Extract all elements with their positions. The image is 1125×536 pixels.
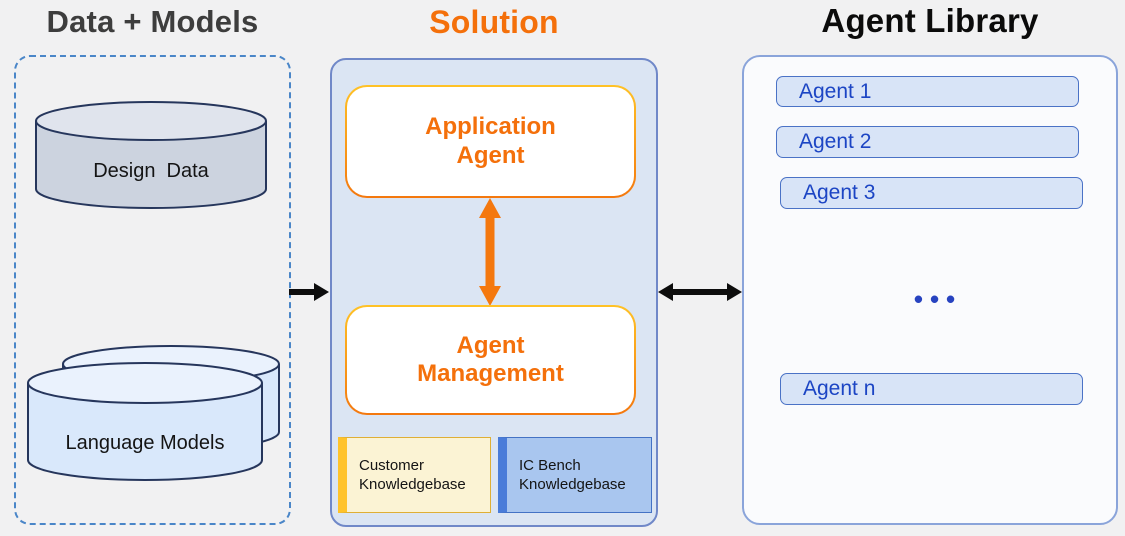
design-data-cylinder-icon <box>35 101 267 209</box>
arrow-double-horizontal-icon <box>658 283 742 301</box>
agent-1-item: Agent 1 <box>776 76 1079 107</box>
ic-bench-knowledgebase-label: IC Bench Knowledgebase <box>519 456 626 494</box>
agent-n-label: Agent n <box>803 377 876 400</box>
ellipsis-icon: ••• <box>913 284 963 314</box>
application-agent-label: Application Agent <box>425 113 556 169</box>
arrow-right-icon <box>289 283 329 301</box>
agent-management-box: Agent Management <box>345 305 636 415</box>
design-data-label: Design Data <box>93 160 209 182</box>
agent-3-item: Agent 3 <box>780 177 1083 209</box>
agent-2-label: Agent 2 <box>799 130 872 153</box>
agent-3-label: Agent 3 <box>803 181 876 204</box>
arrow-vertical-double-icon <box>479 198 501 306</box>
agent-n-item: Agent n <box>780 373 1083 405</box>
data-models-title: Data + Models <box>46 4 259 39</box>
solution-title: Solution <box>429 4 559 40</box>
agent-management-label: Agent Management <box>417 331 564 387</box>
customer-knowledgebase-box: Customer Knowledgebase <box>338 437 491 513</box>
customer-knowledgebase-label: Customer Knowledgebase <box>359 456 466 494</box>
ic-bench-knowledgebase-box: IC Bench Knowledgebase <box>498 437 652 513</box>
agent-library-title: Agent Library <box>821 2 1039 39</box>
language-models-label: Language Models <box>65 432 225 454</box>
application-agent-box: Application Agent <box>345 85 636 198</box>
language-models-cylinder-icon <box>27 345 280 481</box>
agent-1-label: Agent 1 <box>799 79 872 103</box>
agent-2-item: Agent 2 <box>776 126 1079 158</box>
